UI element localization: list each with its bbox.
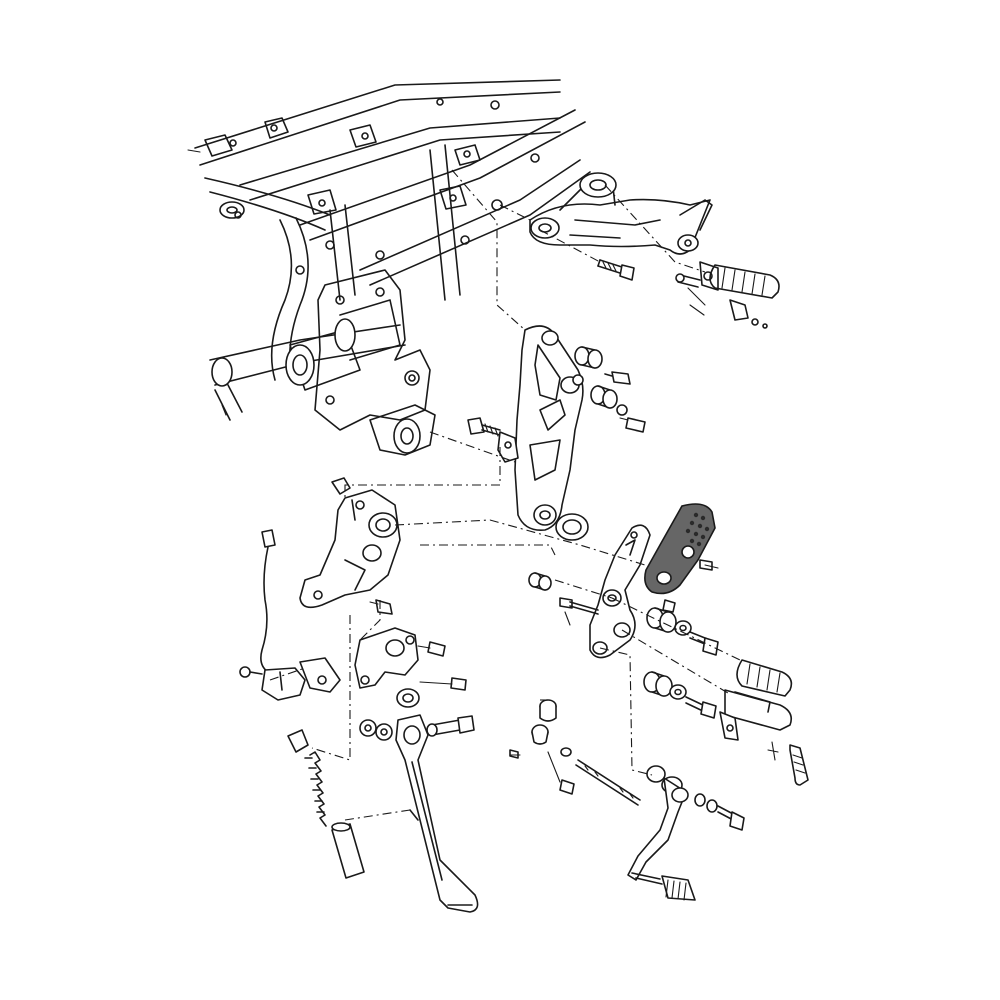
footpeg-bracket-hardware [528,572,719,719]
main-footrest-bracket [514,325,584,532]
heel-guard [644,503,716,595]
shift-rod [575,759,641,806]
rear-footrest-bracket [529,172,713,255]
frame [187,79,591,456]
rear-footpeg [675,261,780,329]
bracket-bushings [555,346,618,541]
bracket-bolts [331,371,646,615]
side-stand-spring [287,729,365,879]
front-footpeg [719,659,809,786]
side-stand [395,714,479,913]
sidestand-switch [239,529,341,701]
side-stand-pivot-hardware [359,688,475,741]
footpeg-bracket [589,524,651,659]
shift-pedal [627,765,745,901]
rear-footpeg-bolt [597,259,635,281]
heel-guard-screws [662,559,719,613]
brake-pedal-bracket [299,489,401,609]
shift-linkage [509,699,575,795]
heel-guard-holes [685,512,710,547]
side-stand-mount [354,627,467,691]
assembly-guide-lines [269,169,741,821]
